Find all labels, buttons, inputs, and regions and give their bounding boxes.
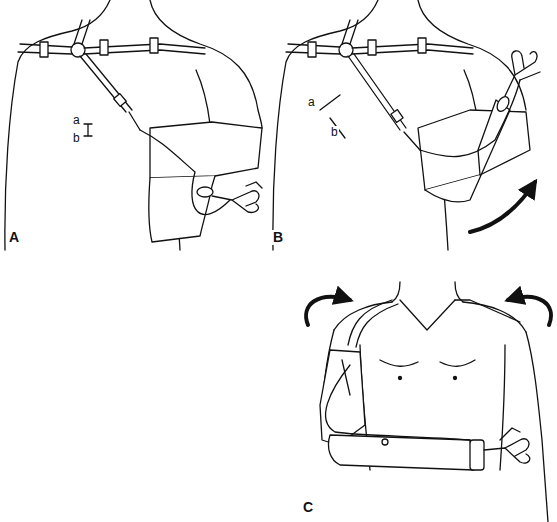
panel-b-figure (273, 0, 540, 250)
panel-letter: C (302, 500, 314, 515)
dimension-label: b (330, 126, 339, 139)
dimension-label: a (307, 96, 316, 109)
dimension-label: b (72, 132, 81, 145)
panel-c-figure (306, 282, 551, 522)
panel-a-figure (5, 0, 262, 250)
dimension-marks (84, 95, 345, 138)
panel-letter: B (272, 230, 284, 245)
panel-letter: A (8, 230, 20, 245)
dimension-label: a (72, 114, 81, 127)
